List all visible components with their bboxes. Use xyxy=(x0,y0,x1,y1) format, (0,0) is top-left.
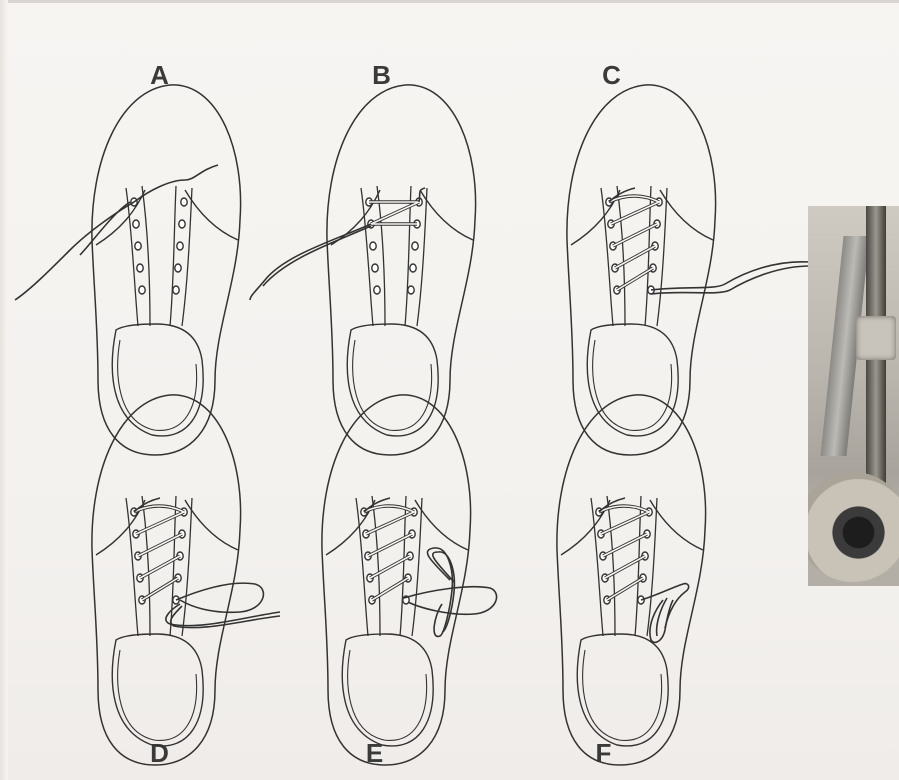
shoe-step-a xyxy=(15,85,241,455)
photo-bracket xyxy=(856,316,896,360)
shoe-step-d xyxy=(92,395,280,765)
shoe-step-f xyxy=(557,395,706,765)
photo-inset xyxy=(808,206,899,586)
shoe-step-e xyxy=(322,395,497,765)
shoe-step-b xyxy=(250,85,476,455)
shoe-step-c xyxy=(567,85,810,455)
photo-wheel xyxy=(808,472,899,582)
